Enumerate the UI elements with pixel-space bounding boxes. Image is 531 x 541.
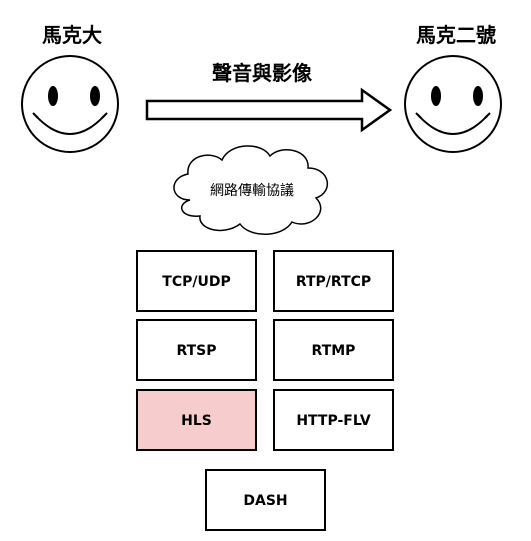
protocol-box-hls: HLS (136, 389, 257, 451)
protocol-box-frame (273, 250, 394, 312)
protocol-box-dash: DASH (205, 469, 326, 531)
protocol-box-rtsp: RTSP (136, 319, 257, 381)
right-person-label: 馬克二號 (416, 23, 496, 47)
arrow-label: 聲音與影像 (212, 61, 313, 85)
cloud-icon (173, 145, 329, 235)
protocol-label: RTSP (176, 343, 216, 359)
protocol-box-frame (136, 389, 257, 451)
protocol-label: TCP/UDP (162, 274, 230, 290)
cloud-label: 網路傳輸協議 (210, 182, 294, 199)
protocol-label: HLS (181, 413, 212, 429)
protocol-box-rtp-rtcp: RTP/RTCP (273, 250, 394, 312)
protocol-grid: TCP/UDP RTP/RTCP RTSP RTMP HLS HTTP-FLV DASH (136, 250, 394, 531)
left-smiley-icon (21, 55, 119, 153)
protocol-label: HTTP-FLV (296, 413, 371, 429)
protocol-box-frame (273, 389, 394, 451)
protocol-label: DASH (243, 493, 287, 509)
protocol-box-frame (136, 250, 257, 312)
right-smiley-icon (404, 55, 502, 153)
protocol-box-tcp-udp: TCP/UDP (136, 250, 257, 312)
left-person-label: 馬克大 (42, 23, 102, 47)
protocol-box-frame (205, 469, 326, 531)
protocol-box-frame (273, 319, 394, 381)
protocol-label: RTP/RTCP (296, 274, 371, 290)
protocol-box-rtmp: RTMP (273, 319, 394, 381)
protocol-label: RTMP (312, 343, 356, 359)
protocol-box-http-flv: HTTP-FLV (273, 389, 394, 451)
protocol-box-frame (136, 319, 257, 381)
right-arrow-icon (145, 87, 393, 133)
